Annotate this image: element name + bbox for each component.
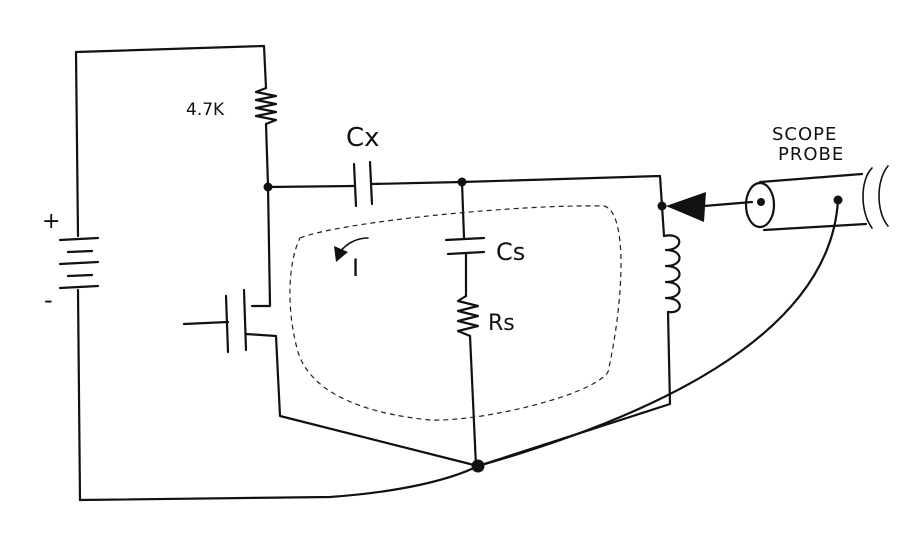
probe-label-line1: SCOPE <box>772 124 837 145</box>
probe-label-line2: PROBE <box>778 144 844 165</box>
fet-transistor <box>182 288 480 468</box>
battery-plus-label: + <box>42 209 60 234</box>
cap-cs-label: Cs <box>496 238 525 266</box>
cap-cx-label: Cx <box>346 123 380 153</box>
battery-minus-label: - <box>44 286 53 314</box>
probe-body-end <box>744 181 776 229</box>
resistor-4-7k: 4.7K <box>186 86 278 126</box>
series-branch: Cs Rs <box>444 180 525 468</box>
supply-wiring <box>74 44 270 502</box>
probe-ground-dot <box>833 195 843 205</box>
current-loop: I <box>289 205 622 421</box>
probe-tip-arrow <box>666 192 706 222</box>
current-label: I <box>352 254 359 282</box>
top-wire <box>266 174 664 208</box>
scope-probe: SCOPE PROBE <box>666 124 889 232</box>
junction-dot-right <box>657 201 667 211</box>
ground-wiring <box>78 198 840 502</box>
common-node-dot <box>471 459 485 473</box>
battery-symbol: + - <box>42 209 100 314</box>
resistor-4-7k-label: 4.7K <box>186 100 225 120</box>
res-rs-label: Rs <box>488 311 515 336</box>
drain-wiring <box>250 182 273 308</box>
current-arrow-icon <box>334 246 348 262</box>
capacitor-cx: Cx <box>346 123 380 208</box>
